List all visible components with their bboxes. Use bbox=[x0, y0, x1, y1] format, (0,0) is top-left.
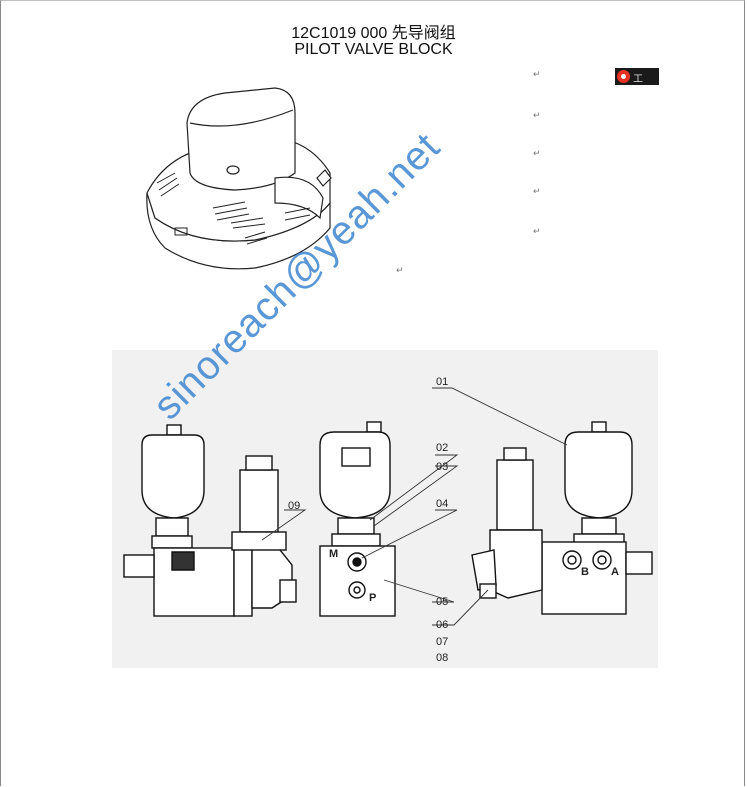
port-label-b: B bbox=[581, 566, 589, 578]
isometric-valve-drawing bbox=[146, 87, 332, 270]
callout-04: 04 bbox=[436, 498, 449, 510]
callout-09: 09 bbox=[288, 500, 301, 512]
assembly-drawing bbox=[123, 387, 653, 626]
callout-01: 01 bbox=[436, 376, 449, 388]
callout-02: 02 bbox=[436, 442, 449, 454]
callout-03: 03 bbox=[436, 461, 449, 473]
port-label-m: M bbox=[329, 548, 339, 560]
return-mark: ↵ bbox=[533, 186, 541, 196]
logo-icon bbox=[617, 70, 630, 83]
callout-08: 08 bbox=[436, 652, 449, 664]
return-mark: ↵ bbox=[533, 148, 541, 158]
callout-07: 07 bbox=[436, 636, 449, 648]
toolbar-badge[interactable]: 工 bbox=[615, 68, 659, 85]
return-mark: ↵ bbox=[396, 265, 404, 275]
port-label-a: A bbox=[611, 566, 619, 578]
document-subtitle: PILOT VALVE BLOCK bbox=[294, 41, 453, 58]
badge-label: 工 bbox=[633, 74, 643, 85]
port-label-p: P bbox=[369, 592, 377, 604]
return-mark: ↵ bbox=[533, 110, 541, 120]
return-mark: ↵ bbox=[533, 69, 541, 79]
document-title: 12C1019 000 先导阀组 bbox=[291, 25, 456, 42]
callout-05: 05 bbox=[436, 596, 449, 608]
return-mark: ↵ bbox=[533, 226, 541, 236]
callout-06: 06 bbox=[436, 619, 449, 631]
